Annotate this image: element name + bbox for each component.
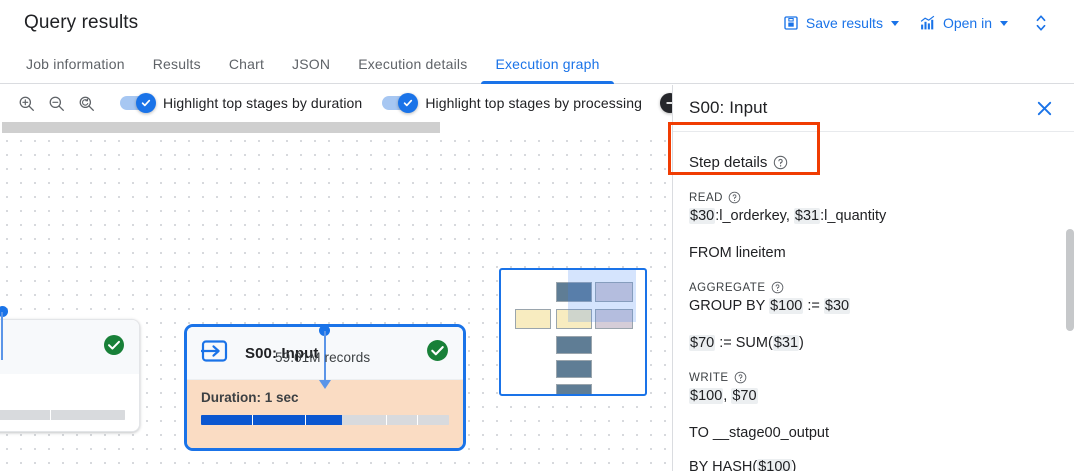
execution-graph-canvas[interactable]: S00: Input Duration: 1 sec: [0, 121, 672, 471]
zoom-in-icon: [18, 95, 35, 112]
tab-job-information[interactable]: Job information: [26, 56, 125, 72]
help-icon[interactable]: [773, 155, 788, 170]
minimap-node: [556, 309, 592, 329]
zoom-controls: [0, 89, 100, 117]
step-details-heading: Step details: [689, 154, 1058, 171]
label-text: READ: [689, 191, 723, 204]
detail-to-clause: TO __stage00_output: [689, 425, 830, 442]
help-icon[interactable]: [728, 191, 741, 204]
tab-execution-graph[interactable]: Execution graph: [481, 56, 614, 84]
node-header: [0, 320, 139, 374]
detail-value-write: $100, $70: [689, 388, 758, 405]
graph-minimap[interactable]: [499, 268, 647, 396]
expand-collapse-icon: [1033, 14, 1049, 32]
help-icon[interactable]: [734, 371, 747, 384]
node-progress-bar: [201, 415, 449, 425]
tab-results[interactable]: Results: [152, 56, 201, 72]
node-body: [0, 374, 139, 431]
minimap-node: [515, 309, 551, 329]
bar-segment-filled: [253, 415, 307, 425]
bar-segment-filled: [201, 415, 254, 425]
detail-value-aggregate: GROUP BY $100 := $30: [689, 298, 851, 315]
toggle-switch[interactable]: [382, 93, 419, 113]
status-success-icon: [426, 339, 449, 367]
step-details-panel: S00: Input Step details: [672, 85, 1074, 471]
toggle-switch[interactable]: [120, 93, 156, 113]
tab-execution-details[interactable]: Execution details: [358, 56, 468, 72]
detail-sum-expression: $70 := SUM($31): [689, 335, 804, 352]
tab-bar: Job information Results Chart JSON Execu…: [0, 46, 1074, 84]
toggle-knob-check-icon: [398, 93, 419, 113]
zoom-reset-button[interactable]: [72, 89, 100, 117]
panel-header: S00: Input: [673, 85, 1074, 132]
zoom-out-icon: [48, 95, 65, 112]
open-in-label: Open in: [942, 15, 992, 31]
bar-segment: [0, 410, 51, 420]
toggle-label-duration: Highlight top stages by duration: [163, 95, 363, 111]
zoom-reset-icon: [78, 95, 95, 112]
step-details-label: Step details: [689, 154, 768, 171]
save-results-button[interactable]: Save results: [773, 9, 909, 37]
toggle-highlight-duration[interactable]: Highlight top stages by duration: [120, 93, 363, 113]
minimap-node: [556, 360, 592, 378]
minimap-node: [556, 282, 592, 302]
tab-json[interactable]: JSON: [292, 56, 331, 72]
page-title: Query results: [24, 12, 139, 33]
zoom-in-button[interactable]: [12, 89, 40, 117]
edge-label-records: 59.01M records: [275, 350, 371, 365]
detail-from-clause: FROM lineitem: [689, 245, 786, 262]
help-icon[interactable]: [771, 281, 784, 294]
chart-icon: [919, 15, 936, 31]
bar-segment: [50, 410, 125, 420]
edge-connector-dot: [319, 325, 330, 336]
top-header-bar: Query results Save results: [0, 0, 1074, 46]
minimap-viewport[interactable]: [568, 270, 636, 322]
save-results-label: Save results: [805, 15, 883, 31]
close-button[interactable]: [1031, 95, 1058, 122]
detail-by-hash-clause: BY HASH($100): [689, 459, 1058, 471]
canvas-horizontal-scrollbar[interactable]: [2, 122, 440, 133]
edge-line: [1, 312, 3, 360]
graph-toolbar: Highlight top stages by duration Highlig…: [0, 85, 696, 121]
chevron-down-icon: [890, 20, 899, 26]
panel-title: S00: Input: [689, 98, 768, 117]
bar-segment-empty: [417, 415, 449, 425]
bar-segment-empty: [386, 415, 418, 425]
bar-segment-empty: [342, 415, 387, 425]
label-text: WRITE: [689, 371, 729, 384]
edge-line: [323, 331, 326, 383]
node-title: S00: Input: [245, 344, 319, 362]
header-actions: Save results Open in: [773, 6, 1074, 40]
detail-value-read: $30:l_orderkey, $31:l_quantity: [689, 208, 887, 224]
detail-label-read: READ: [689, 191, 1058, 204]
edge-connector-dot: [0, 306, 8, 317]
detail-label-aggregate: AGGREGATE: [689, 281, 1058, 294]
toggle-highlight-processing[interactable]: Highlight top stages by processing: [382, 93, 642, 113]
expand-collapse-button[interactable]: [1024, 6, 1058, 40]
input-arrow-icon: [199, 336, 231, 371]
edge-arrow-icon: [318, 380, 331, 389]
minimap-node: [556, 336, 592, 354]
panel-body: Step details READ: [673, 154, 1074, 471]
node-body: Duration: 1 sec: [187, 380, 463, 448]
node-duration-label: Duration: 1 sec: [201, 390, 299, 405]
graph-node-partial-top[interactable]: [0, 319, 140, 432]
zoom-out-button[interactable]: [42, 89, 70, 117]
node-progress-bar: [0, 410, 125, 420]
bar-segment-filled: [306, 415, 343, 425]
save-icon: [783, 15, 799, 31]
panel-vertical-scrollbar[interactable]: [1066, 229, 1074, 331]
tab-chart[interactable]: Chart: [228, 56, 265, 72]
minimap-node: [595, 282, 633, 302]
toggle-knob-check-icon: [136, 93, 156, 113]
open-in-button[interactable]: Open in: [909, 9, 1018, 37]
minimap-node: [595, 309, 633, 329]
minimap-node: [556, 384, 592, 394]
toggle-label-processing: Highlight top stages by processing: [425, 95, 642, 111]
detail-label-write: WRITE: [689, 371, 1058, 384]
status-success-icon: [103, 334, 125, 361]
label-text: AGGREGATE: [689, 281, 766, 294]
chevron-down-icon: [1000, 20, 1008, 26]
close-icon: [1035, 101, 1054, 122]
